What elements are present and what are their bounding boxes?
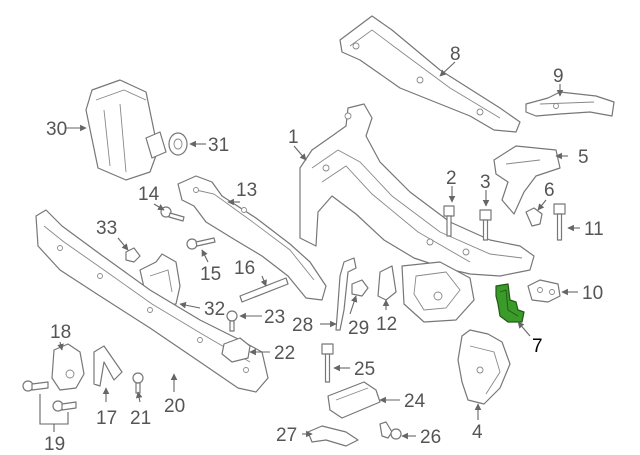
callout-12: 12 [376, 314, 397, 335]
callout-23: 23 [264, 307, 285, 328]
callout-6: 6 [544, 180, 555, 201]
part-18-bracket[interactable] [51, 343, 85, 391]
part-23-screw[interactable] [226, 310, 238, 332]
part-30-control-module[interactable] [85, 79, 167, 181]
part-8-upper-cross-member[interactable] [339, 15, 521, 133]
part-7-bracket-highlighted[interactable] [495, 283, 525, 323]
part-4-bracket[interactable] [457, 329, 511, 405]
callout-15: 15 [200, 264, 221, 285]
callout-25: 25 [354, 359, 375, 380]
part-1-front-carrier-frame[interactable] [299, 103, 535, 323]
part-33-clip[interactable] [125, 247, 141, 263]
callout-4: 4 [472, 422, 483, 443]
callout-31: 31 [208, 135, 229, 156]
part-13-side-rail[interactable] [177, 175, 327, 301]
callout-labels: 1 2 3 4 5 6 7 8 9 10 11 12 13 14 15 16 1… [44, 44, 604, 455]
part-20-bumper-beam[interactable] [35, 209, 269, 393]
callout-32: 32 [204, 299, 225, 320]
part-2-bolt[interactable] [443, 205, 455, 237]
part-22-bracket[interactable] [221, 337, 251, 363]
part-21-screw[interactable] [132, 372, 144, 394]
callout-7: 7 [532, 336, 543, 357]
callout-11: 11 [584, 219, 604, 240]
part-25-bolt[interactable] [321, 343, 334, 383]
callout-2: 2 [446, 168, 457, 189]
part-16-pin[interactable] [239, 277, 289, 303]
callout-24: 24 [404, 391, 426, 412]
callout-17: 17 [96, 408, 117, 429]
leader-lines [39, 61, 580, 440]
part-3-bolt[interactable] [479, 209, 492, 241]
callout-18: 18 [50, 322, 71, 343]
callout-14: 14 [138, 184, 160, 205]
part-14-screw[interactable] [160, 206, 185, 222]
part-19-bolts[interactable] [22, 380, 77, 412]
part-11-bolt[interactable] [553, 203, 566, 241]
callout-21: 21 [130, 408, 151, 429]
callout-22: 22 [274, 343, 295, 364]
callout-26: 26 [420, 427, 441, 448]
callout-33: 33 [96, 218, 117, 239]
callout-10: 10 [582, 283, 603, 304]
callout-13: 13 [236, 180, 257, 201]
part-10-bracket[interactable] [527, 279, 561, 303]
callout-30: 30 [46, 119, 67, 140]
callout-16: 16 [234, 258, 255, 279]
part-24-plate[interactable] [327, 381, 381, 419]
part-6-fastener[interactable] [525, 207, 543, 227]
part-29-fastener[interactable] [351, 279, 369, 297]
part-26-screw[interactable] [379, 421, 402, 440]
callout-8: 8 [450, 44, 461, 65]
part-12-plate[interactable] [377, 265, 397, 301]
part-31-grommet[interactable] [168, 132, 188, 156]
callout-3: 3 [480, 172, 491, 193]
callout-9: 9 [553, 66, 564, 87]
callout-28: 28 [292, 315, 313, 336]
part-15-screw[interactable] [186, 237, 216, 250]
callout-19: 19 [44, 434, 65, 455]
part-17-clip[interactable] [93, 345, 123, 387]
callout-27: 27 [276, 425, 297, 446]
part-5-bracket[interactable] [493, 145, 561, 215]
callout-1: 1 [288, 127, 299, 148]
part-28-rod[interactable] [335, 257, 357, 331]
part-9-bracket[interactable] [525, 91, 615, 117]
callout-29: 29 [348, 318, 369, 339]
callout-20: 20 [164, 396, 185, 417]
part-27-bracket[interactable] [307, 425, 359, 447]
callout-5: 5 [578, 147, 589, 168]
